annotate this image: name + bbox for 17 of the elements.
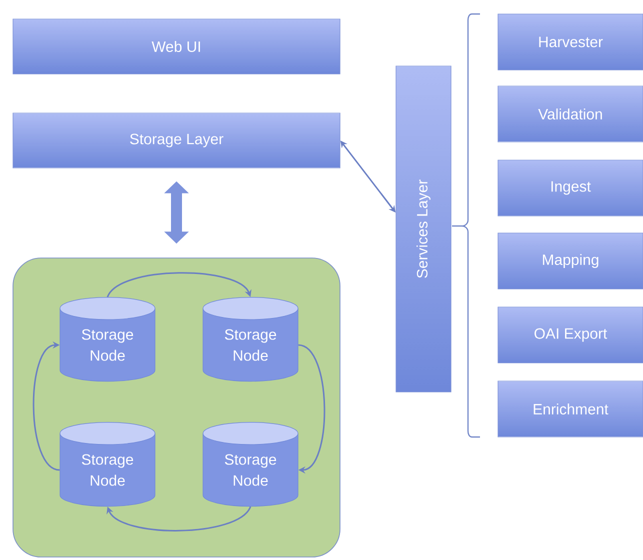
service-box: Enrichment [498, 380, 643, 438]
layer-box: Web UI [12, 18, 340, 74]
arrow [32, 341, 60, 471]
storage-cylinder: Storage Node [202, 297, 298, 382]
storage-cylinder: Storage Node [60, 422, 156, 507]
service-box: Validation [498, 86, 643, 142]
arrow [298, 344, 326, 474]
arrow [106, 506, 252, 532]
service-box: Harvester [498, 14, 643, 70]
service-box: Mapping [498, 232, 643, 290]
storage-cylinder: Storage Node [60, 297, 156, 382]
service-box: Ingest [498, 160, 643, 216]
arrow [106, 272, 252, 298]
service-box: OAI Export [498, 306, 643, 364]
layer-box: Services Layer [396, 66, 452, 392]
storage-cylinder: Storage Node [202, 422, 298, 507]
layer-box: Storage Layer [12, 112, 340, 168]
